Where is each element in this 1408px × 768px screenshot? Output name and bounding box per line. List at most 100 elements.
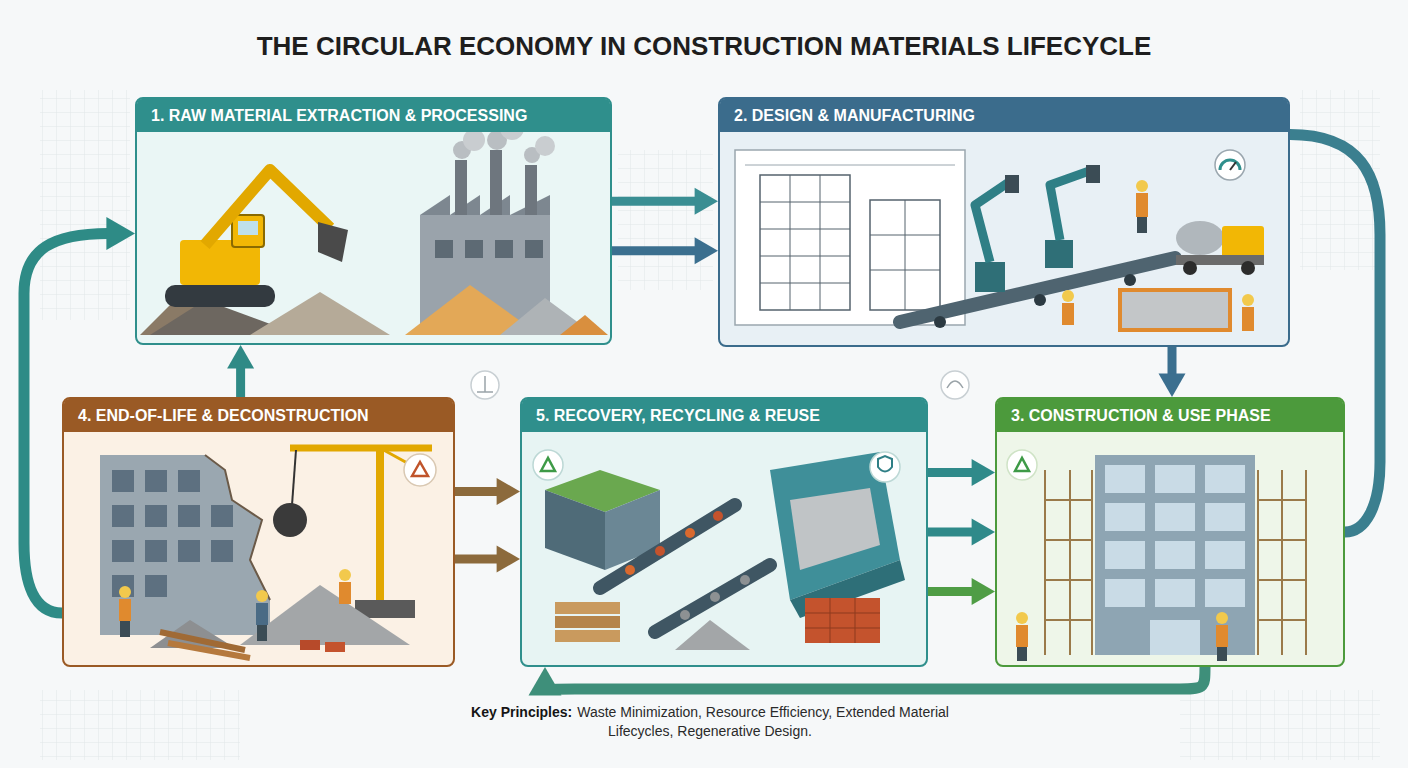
recovery-scene-part [625, 565, 635, 575]
manufacturing-scene-part [790, 175, 791, 310]
stage-panel: 5. RECOVERY, RECYCLING & REUSE [520, 397, 928, 667]
construction-scene-part-part [1150, 620, 1200, 655]
extraction-scene-part [465, 240, 483, 258]
manufacturing-scene-part [760, 283, 850, 284]
manufacturing-scene-part [760, 202, 850, 203]
construction-scene-part [1016, 625, 1028, 647]
arrow-head [972, 578, 995, 605]
manufacturing-scene-part [760, 256, 850, 257]
manufacturing-scene-part [1220, 160, 1240, 170]
deconstruction-scene-part [119, 586, 131, 598]
recovery-scene-part [685, 528, 695, 538]
grid-backdrop-part [40, 690, 240, 760]
flow-arrow [612, 246, 697, 255]
manufacturing-scene-part [1136, 180, 1148, 192]
manufacturing-scene-part [760, 229, 850, 230]
junction-icon-part [477, 391, 493, 393]
manufacturing-scene-part [1062, 290, 1074, 302]
recovery-scene-part [655, 546, 665, 556]
panel-heading: 1. RAW MATERIAL EXTRACTION & PROCESSING [151, 107, 527, 124]
panel-fill-part [135, 97, 612, 345]
grid-backdrop-part [1180, 690, 1380, 760]
construction-scene-part [1216, 625, 1228, 647]
construction-scene-part [1216, 612, 1228, 624]
construction-scene-part [1017, 647, 1027, 661]
deconstruction-scene-part [376, 445, 384, 605]
construction-scene-part-part [1205, 465, 1245, 493]
recovery-scene-part [541, 458, 555, 471]
flow-arrow [928, 587, 974, 596]
flow-arrow [455, 555, 499, 564]
recovery-scene-part [805, 628, 880, 629]
manufacturing-scene-part [1176, 221, 1224, 255]
caption-block: Key Principles:Waste Minimization, Resou… [440, 703, 980, 741]
panel-heading: 3. CONSTRUCTION & USE PHASE [1011, 407, 1271, 424]
extraction-scene-part [525, 240, 543, 258]
manufacturing-scene-part [1183, 261, 1197, 275]
construction-scene-part-part [1258, 539, 1306, 541]
recovery-scene-part [870, 452, 900, 482]
deconstruction-scene-part [112, 470, 233, 597]
deconstruction-scene-part [325, 642, 345, 652]
panel-header: 2. DESIGN & MANUFACTURING [720, 99, 1288, 132]
construction-scene-part-part [1045, 539, 1092, 541]
grid-backdrop-part [618, 150, 713, 290]
deconstruction-scene-part-part [145, 505, 167, 527]
construction-scene-part-part [1281, 470, 1283, 655]
recovery-scene-part [805, 613, 880, 614]
manufacturing-scene-part [905, 200, 906, 310]
deconstruction-scene-part [273, 503, 307, 537]
construction-scene-part-part [1105, 465, 1145, 493]
flow-arrow [236, 366, 245, 397]
deconstruction-scene-part [412, 462, 428, 476]
extraction-scene-part [232, 215, 264, 247]
panel-fill-part [718, 97, 1290, 347]
deconstruction-scene-part [404, 454, 436, 486]
deconstruction-scene-part-part [145, 470, 167, 492]
recovery-scene-part [713, 511, 723, 521]
deconstruction-scene-part [119, 599, 131, 621]
recovery-scene-part [533, 450, 563, 480]
deconstruction-scene-part [256, 603, 268, 625]
extraction-scene-part [535, 136, 555, 156]
arrow-head [227, 345, 254, 368]
manufacturing-scene-part [1137, 217, 1147, 233]
construction-scene-part [1095, 455, 1255, 655]
manufacturing-scene-part [1120, 290, 1230, 330]
construction-scene-part-part [1155, 541, 1195, 569]
extraction-scene-part [435, 240, 453, 258]
manufacturing-scene-part [975, 262, 1005, 292]
flow-arrow [928, 528, 974, 537]
deconstruction-scene-part-part [112, 575, 134, 597]
junction-icon-part [941, 371, 969, 399]
panel-header: 5. RECOVERY, RECYCLING & REUSE [522, 399, 926, 432]
deconstruction-scene-part [120, 621, 130, 637]
arrow-head [972, 519, 995, 546]
cycle-arc [545, 667, 1205, 694]
panel-fill-part [520, 397, 928, 667]
construction-scene-part-part [1258, 579, 1306, 581]
extraction-scene-part [525, 165, 537, 215]
arrow-head [497, 546, 520, 573]
deconstruction-scene-part [339, 582, 351, 604]
extraction-scene [140, 116, 608, 335]
deconstruction-scene-part-part [145, 540, 167, 562]
construction-scene-part-part [1105, 579, 1145, 607]
construction-scene-part-part [1091, 470, 1093, 655]
stage-panel: 3. CONSTRUCTION & USE PHASE [995, 397, 1345, 667]
construction-scene-part-part [1155, 503, 1195, 531]
manufacturing-scene-part [1215, 150, 1245, 180]
construction-scene-part-part [1155, 579, 1195, 607]
deconstruction-scene-part [290, 445, 432, 452]
flow-arrow [612, 197, 697, 206]
stage-panel: 4. END-OF-LIFE & DECONSTRUCTION [62, 397, 455, 667]
extraction-scene-part [495, 240, 513, 258]
deconstruction-scene-part-part [112, 470, 134, 492]
recovery-scene-part [545, 490, 605, 570]
deconstruction-scene-part-part [145, 575, 167, 597]
caption-label: Key Principles: [471, 704, 572, 720]
recovery-scene-part [710, 592, 720, 602]
arrow-head [497, 478, 520, 505]
deconstruction-scene-part-part [178, 540, 200, 562]
manufacturing-scene-part [1242, 307, 1254, 331]
